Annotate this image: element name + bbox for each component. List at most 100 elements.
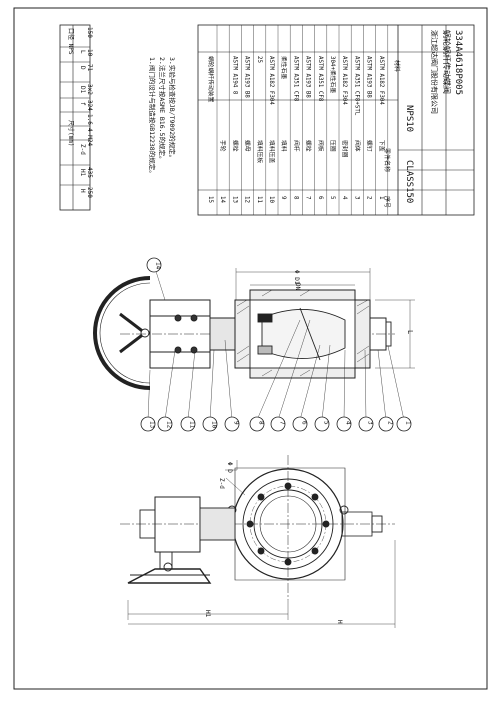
balloon-label: 8	[258, 421, 265, 425]
part-number: 11	[256, 196, 262, 203]
part-material: 304+柔性石墨	[329, 56, 337, 93]
balloon-label: 1	[405, 421, 412, 425]
part-number: 7	[305, 196, 311, 200]
part-material: ASTM A351 CF8	[317, 56, 323, 102]
company-name: 浙江超达阀门股份有限公司	[430, 30, 439, 114]
table-col-d: D	[79, 66, 86, 70]
balloon-12: 12	[157, 416, 173, 432]
part-name: 填料压板	[256, 140, 264, 163]
part-material: ASTM A193 B8	[366, 56, 372, 98]
balloon-label: 6	[301, 421, 308, 425]
part-material: ASTM A351 CF8+STL	[353, 56, 359, 116]
table-cell-f: 1.6	[86, 114, 93, 125]
table-col-h: H	[79, 189, 86, 193]
part-name: 填料	[280, 140, 288, 152]
balloon-4: 4	[336, 416, 352, 432]
part-name: 螺钉	[366, 140, 374, 152]
part-material: ASTM A194 8	[231, 56, 237, 95]
section-view	[93, 268, 415, 390]
balloon-label: 7	[279, 421, 286, 425]
part-material: ASTM A182 F304	[268, 56, 274, 105]
part-name: 填料压盖	[268, 140, 276, 163]
balloon-circle	[358, 416, 374, 432]
balloon-13: 13	[140, 416, 156, 432]
part-material: ASTM A182 F304	[341, 56, 347, 105]
handwheel-front	[127, 568, 212, 584]
balloon-10: 10	[202, 416, 218, 432]
part-number: 15	[207, 196, 213, 203]
balloon-circle	[378, 416, 394, 432]
balloon-label: 3	[367, 421, 374, 425]
part-name: 螺栓	[231, 140, 239, 152]
part-number: 3	[353, 196, 359, 200]
part-name: 螺母	[244, 140, 252, 152]
part-name: 下盖	[378, 140, 386, 152]
part-material: ASTM A351 CF8	[292, 56, 298, 102]
dim-phi-d1: Φ D1	[293, 270, 300, 285]
part-number: 5	[329, 196, 335, 200]
balloon-3: 3	[358, 416, 374, 432]
part-number: 13	[231, 196, 237, 203]
part-number: 1	[378, 196, 384, 200]
balloon-circle	[396, 416, 412, 432]
table-col-h1: H1	[79, 169, 86, 177]
balloon-circle	[292, 416, 308, 432]
note-2: 2.法兰尺寸按ASME B16.5的规定。	[158, 57, 167, 162]
balloon-7: 7	[270, 416, 286, 432]
part-name: 阀板	[317, 140, 325, 152]
table-cell-d: 3x2	[86, 84, 93, 95]
table-cell-d1: 324	[86, 100, 93, 111]
balloon-2: 2	[378, 416, 394, 432]
balloon-circle	[146, 257, 162, 273]
balloon-5: 5	[314, 416, 330, 432]
dim-h: H	[336, 620, 343, 624]
balloon-label: 4	[345, 421, 352, 425]
dim-phi-d: Φ D	[226, 462, 233, 473]
table-col-d1: D1	[79, 86, 86, 94]
balloon-circle	[336, 416, 352, 432]
part-name: 手轮	[219, 140, 227, 152]
table-cell-l: 71	[86, 64, 93, 72]
table-header-dn: 口径 NPS	[67, 28, 75, 55]
balloon-label: 10	[211, 421, 218, 429]
dim-l: L	[406, 330, 414, 334]
balloon-label: 9	[233, 421, 240, 425]
balloon-14: 14	[146, 257, 162, 273]
table-cell-size: 10	[86, 49, 93, 57]
part-material: ASTM A182 F304	[378, 56, 384, 105]
part-number: 14	[219, 196, 225, 203]
part-number: 6	[317, 196, 323, 200]
balloon-11: 11	[180, 416, 196, 432]
table-header-group: 尺寸(mm)	[67, 120, 75, 146]
sheet-border	[13, 7, 488, 690]
table-cell-h1: 435	[86, 167, 93, 178]
balloon-6: 6	[292, 416, 308, 432]
part-number: 9	[280, 196, 286, 200]
table-col-f: f	[79, 102, 86, 106]
product-name: 蜗轮蜗杆传动蝶阀	[442, 30, 452, 94]
part-material: ASTM A193 B8	[305, 56, 311, 98]
part-name: 螺栓	[305, 140, 313, 152]
dim-dn: DN	[294, 283, 301, 291]
part-name: 阀体	[353, 140, 361, 152]
disc	[261, 309, 346, 359]
table-col-l: L	[79, 50, 86, 54]
part-name: 阀杆	[292, 140, 300, 152]
table-cell-h: 250	[86, 187, 93, 198]
table-cell-dn: 150	[86, 27, 93, 38]
balloon-1: 1	[396, 416, 412, 432]
part-number: 2	[366, 196, 372, 200]
balloon-circle	[314, 416, 330, 432]
part-number: 12	[244, 196, 250, 203]
dim-zd: Z-d	[218, 478, 225, 489]
part-material: ASTM A193 B8	[244, 56, 250, 98]
part-name: 密封圈	[341, 140, 349, 158]
balloon-label: 11	[189, 421, 196, 429]
balloon-circle	[249, 416, 265, 432]
size-label: NPS10	[404, 105, 414, 132]
balloon-8: 8	[249, 416, 265, 432]
parts-header-material: 材料	[393, 60, 401, 72]
balloon-circle	[140, 416, 156, 432]
